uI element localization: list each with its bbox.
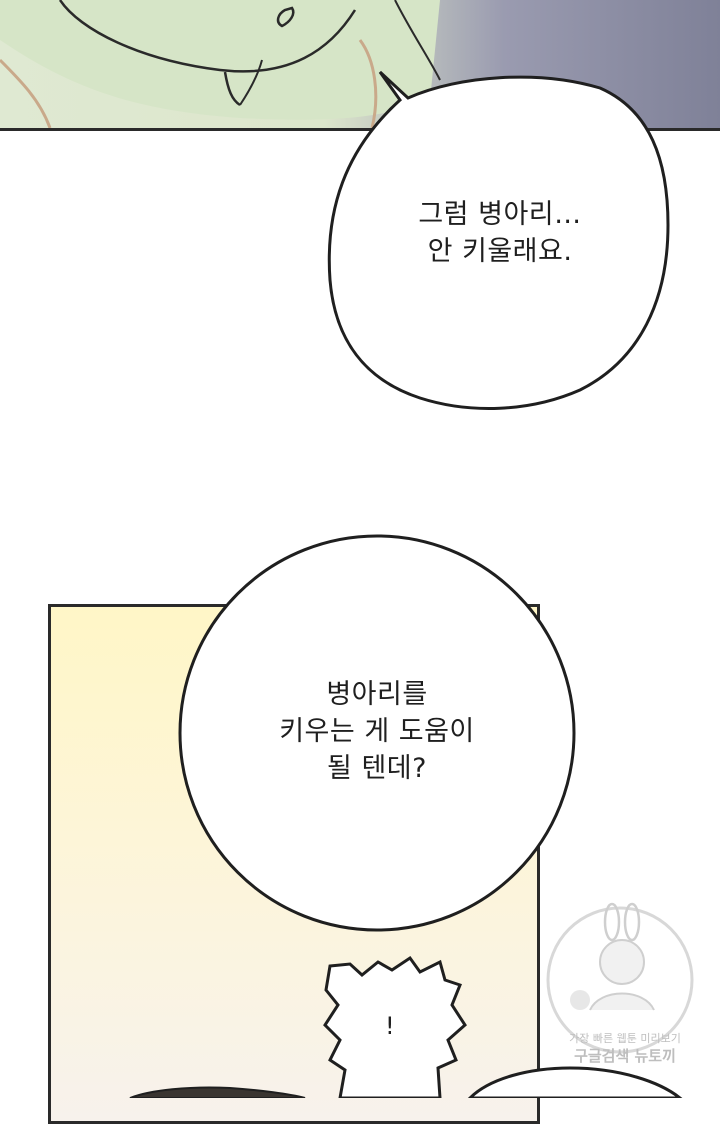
character-hair [129, 1086, 306, 1098]
bubble-1-line-2: 안 키울래요. [427, 236, 573, 267]
watermark-brand: 구글검색 뉴토끼 [574, 1047, 676, 1065]
speech-bubble-3 [323, 955, 467, 1098]
watermark-tagline: 가장 빠른 웹툰 미리보기 [569, 1032, 681, 1045]
bubble-2-text: 병아리를 키우는 게 도움이 될 텐데? [220, 676, 534, 787]
speech-bubble-2 [178, 534, 576, 932]
bubble-3-text: ! [370, 1008, 410, 1045]
watermark: 가장 빠른 웹툰 미리보기 구글검색 뉴토끼 [540, 900, 700, 1065]
rabbit-logo-icon [546, 902, 694, 1054]
bubble-3-exclamation: ! [384, 1012, 396, 1040]
bubble-2-line-2: 키우는 게 도움이 [279, 716, 475, 747]
bubble-1-line-1: 그럼 병아리… [418, 199, 582, 230]
bubble-layer [129, 70, 683, 1098]
bubble-2-line-1: 병아리를 [326, 679, 428, 710]
top-panel [0, 0, 720, 131]
bubble-1-text: 그럼 병아리… 안 키울래요. [345, 196, 655, 270]
speech-bubble-1 [327, 70, 670, 410]
speech-bubble-4 [467, 1066, 683, 1098]
top-panel-art [0, 0, 441, 128]
bubble-2-line-3: 될 텐데? [327, 753, 427, 784]
